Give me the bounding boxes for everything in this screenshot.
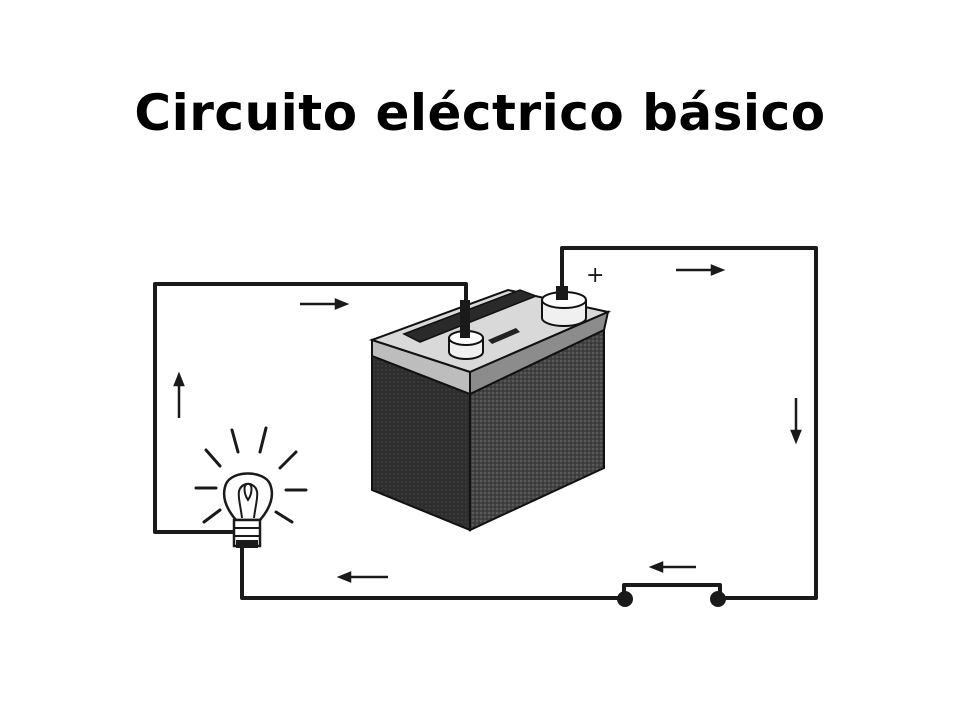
battery <box>368 286 612 532</box>
battery-positive-terminal <box>541 286 587 327</box>
switch-terminal-right <box>710 591 726 607</box>
battery-negative-terminal <box>448 300 484 360</box>
wire <box>153 246 818 600</box>
arrow-left-up <box>173 371 185 418</box>
arrow-bottom-left-left <box>336 571 388 583</box>
battery-top-edge-side <box>469 310 610 396</box>
arrow-top-right-right <box>676 264 726 276</box>
battery-lid-mark <box>488 328 520 344</box>
bulb-filament <box>237 482 259 519</box>
arrow-top-left-right <box>300 298 350 310</box>
bulb-rays <box>194 426 308 524</box>
wire-right-segment <box>560 246 818 600</box>
positive-label: + <box>586 263 604 288</box>
wire-left-segment <box>153 282 468 534</box>
slide-title: Circuito eléctrico básico <box>134 84 826 142</box>
switch-bar <box>622 583 722 598</box>
arrow-bottom-right-left <box>648 561 696 573</box>
bulb-glass <box>222 472 274 522</box>
wire-bottom-segment <box>240 548 624 600</box>
switch-terminal-left <box>617 591 633 607</box>
arrow-right-down <box>790 398 802 445</box>
current-arrows <box>173 264 802 583</box>
light-bulb <box>194 426 308 548</box>
